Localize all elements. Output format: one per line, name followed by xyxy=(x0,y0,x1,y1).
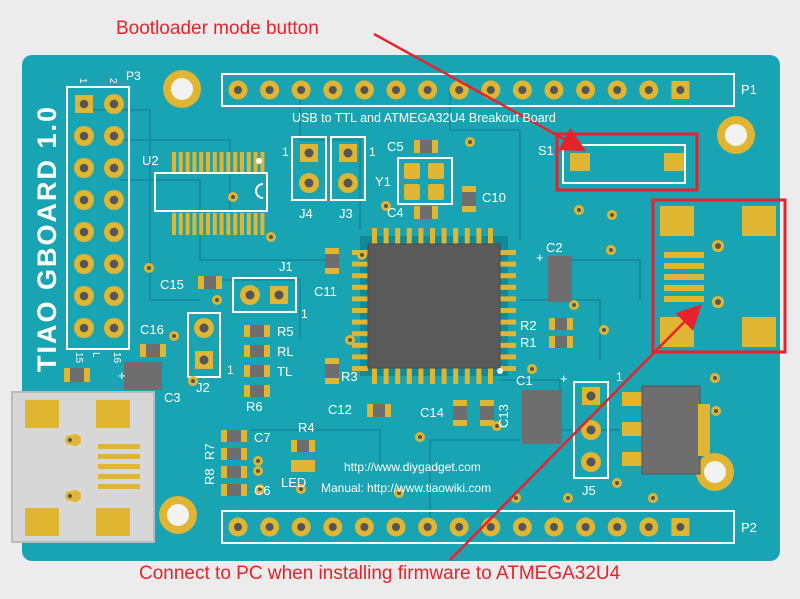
label-c11: C11 xyxy=(314,284,337,299)
crystal-y1 xyxy=(397,157,453,205)
label-led: LED xyxy=(281,475,306,490)
label-j4-pin1: 1 xyxy=(282,145,289,159)
label-p3-pin15: 15 xyxy=(73,352,84,364)
label-j1: J1 xyxy=(279,259,293,274)
board-url-site: http://www.diygadget.com xyxy=(344,460,481,474)
chip-atmega32u4 xyxy=(352,228,516,384)
label-u2: U2 xyxy=(142,153,159,168)
label-p2: P2 xyxy=(741,520,757,535)
label-c7: C7 xyxy=(254,430,271,445)
label-c14: C14 xyxy=(420,405,444,420)
label-c12: C12 xyxy=(328,402,352,417)
label-p1: P1 xyxy=(741,82,757,97)
label-c1-plus: + xyxy=(560,371,568,386)
jumper-j3 xyxy=(330,136,366,201)
label-j3-pin1: 1 xyxy=(369,145,376,159)
label-r8: R8 xyxy=(202,468,217,485)
label-c4: C4 xyxy=(387,205,404,220)
label-c3: C3 xyxy=(164,390,181,405)
jumper-j2 xyxy=(187,312,221,378)
label-s1: S1 xyxy=(538,143,554,158)
board-subtitle: USB to TTL and ATMEGA32U4 Breakout Board xyxy=(292,111,556,125)
jumper-j4 xyxy=(291,136,327,201)
label-r1: R1 xyxy=(520,335,537,350)
label-j5-pin1: 1 xyxy=(616,370,623,384)
label-c2-plus: + xyxy=(536,250,544,265)
label-c6: C6 xyxy=(254,483,271,498)
label-tl: TL xyxy=(277,364,292,379)
silkscreen-labels: P1 P2 P3 1 2 15 16 L U2 S1 1 1 J4 J3 C5 … xyxy=(73,69,757,535)
usb-connector xyxy=(651,198,787,354)
label-j2: J2 xyxy=(196,380,210,395)
label-r3: R3 xyxy=(341,369,358,384)
board-name: TIAO GBOARD 1.0 xyxy=(32,105,62,372)
label-j3: J3 xyxy=(339,206,353,221)
label-j5: J5 xyxy=(582,483,596,498)
label-p3: P3 xyxy=(126,69,141,83)
label-c5: C5 xyxy=(387,139,404,154)
label-r4: R4 xyxy=(298,420,315,435)
label-rl: RL xyxy=(277,344,294,359)
mounting-holes xyxy=(159,70,755,534)
arrow-to-usb xyxy=(449,304,702,561)
label-j2-pin1: 1 xyxy=(227,363,234,377)
label-r2: R2 xyxy=(520,318,537,333)
voltage-regulator xyxy=(622,385,710,475)
passives xyxy=(64,140,573,496)
label-j4: J4 xyxy=(299,206,313,221)
label-p3-pin1: 1 xyxy=(77,78,88,84)
label-r5: R5 xyxy=(277,324,294,339)
arrow-to-button xyxy=(373,32,587,152)
callout-bootloader-button: Bootloader mode button xyxy=(116,18,319,39)
label-c2: C2 xyxy=(546,240,563,255)
vias xyxy=(65,137,721,503)
label-r6: R6 xyxy=(246,399,263,414)
label-c3-plus: + xyxy=(118,368,126,383)
label-c16: C16 xyxy=(140,322,164,337)
label-y1: Y1 xyxy=(375,174,391,189)
header-p3 xyxy=(66,86,130,350)
bootloader-button-s1 xyxy=(555,132,699,192)
label-c10: C10 xyxy=(482,190,506,205)
callout-connect-pc: Connect to PC when installing firmware t… xyxy=(139,563,621,584)
label-p3-pin16: 16 xyxy=(111,352,122,364)
jumper-j1 xyxy=(232,277,297,313)
label-l: L xyxy=(90,352,101,358)
label-r7: R7 xyxy=(202,443,217,460)
label-j1-pin1: 1 xyxy=(301,307,308,321)
jumper-j5 xyxy=(573,381,609,479)
header-p2 xyxy=(221,510,735,544)
left-connector xyxy=(11,391,155,543)
label-c1: C1 xyxy=(516,373,533,388)
chip-u2 xyxy=(154,152,268,235)
label-c13: C13 xyxy=(496,404,511,428)
board-url-manual: Manual: http://www.tiaowiki.com xyxy=(321,481,492,495)
label-c15: C15 xyxy=(160,277,184,292)
label-p3-pin2: 2 xyxy=(107,78,118,84)
